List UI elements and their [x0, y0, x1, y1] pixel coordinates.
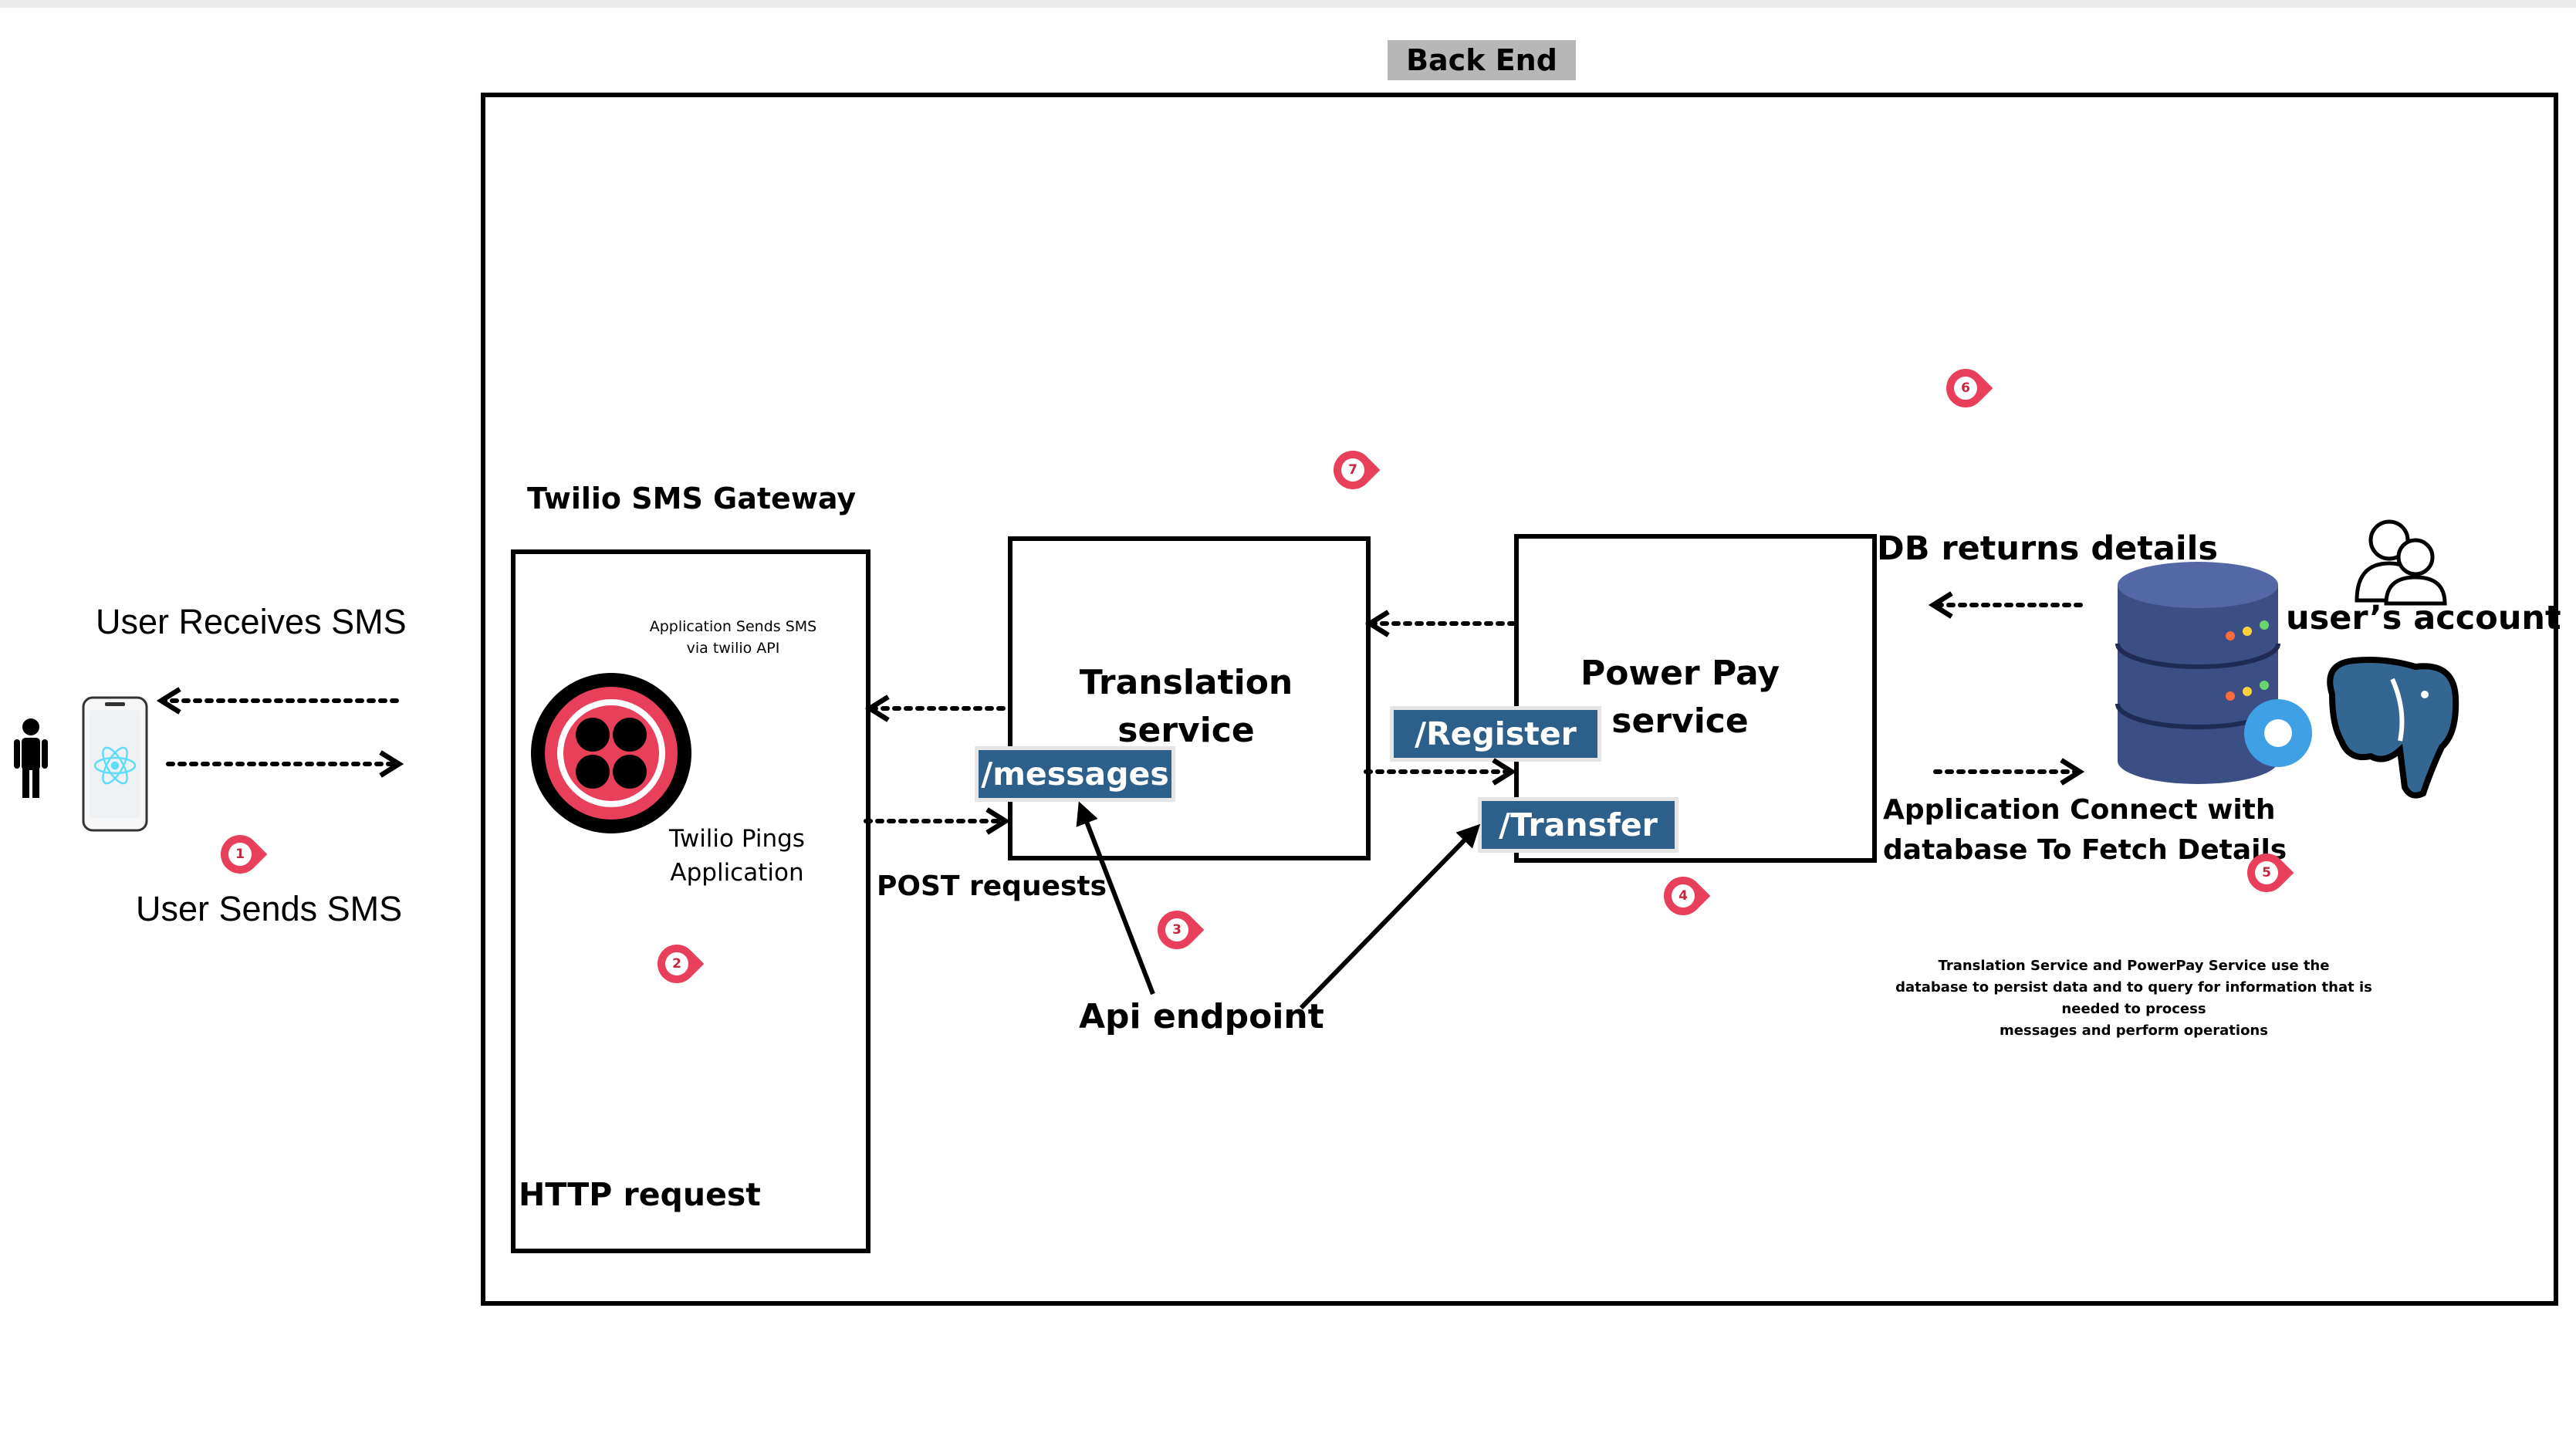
- translation-service-box: [1008, 536, 1371, 860]
- solid-arrows: [1076, 801, 1481, 1010]
- app-sends-sms-note: Application Sends SMS via twilio API: [649, 618, 817, 657]
- powerpay-service-box: [1514, 534, 1877, 863]
- arrows: [164, 605, 2081, 821]
- app-connect-db-label: Application Connect with database To Fet…: [1883, 794, 2287, 866]
- user-receives-sms-label: User Receives SMS: [96, 602, 407, 641]
- http-request-label: HTTP request: [519, 1176, 761, 1213]
- endpoint-register: /Register: [1394, 710, 1597, 758]
- twilio-gateway-box: [511, 549, 870, 1253]
- postgresql-elephant-icon: [2327, 657, 2459, 799]
- person-icon: [14, 718, 48, 798]
- endpoint-transfer: /Transfer: [1482, 801, 1675, 849]
- arrow-icon: [1299, 823, 1481, 1010]
- db-returns-details-label: DB returns details: [1877, 529, 2218, 568]
- twilio-gateway-title: Twilio SMS Gateway: [527, 482, 857, 515]
- phone-react-icon: [82, 696, 148, 832]
- backend-frame: [481, 93, 2558, 1306]
- post-requests-label: POST requests: [877, 870, 1107, 902]
- api-endpoint-label: Api endpoint: [1079, 997, 1324, 1036]
- powerpay-service-title: Power Pay service: [1580, 654, 1780, 741]
- endpoint-messages: /messages: [979, 750, 1171, 798]
- users-icon: [2355, 519, 2447, 606]
- top-strip: [0, 0, 2576, 8]
- arrow-icon: [1076, 801, 1155, 995]
- database-usage-note: Translation Service and PowerPay Service…: [1895, 958, 2372, 1039]
- translation-service-title: Translation service: [1079, 663, 1293, 750]
- twilio-pings-text: Twilio Pings Application: [669, 825, 805, 887]
- user-sends-sms-label: User Sends SMS: [136, 889, 403, 928]
- twilio-logo-icon: [531, 673, 691, 833]
- backend-label: Back End: [1388, 40, 1576, 80]
- database-server-icon: [2115, 562, 2312, 784]
